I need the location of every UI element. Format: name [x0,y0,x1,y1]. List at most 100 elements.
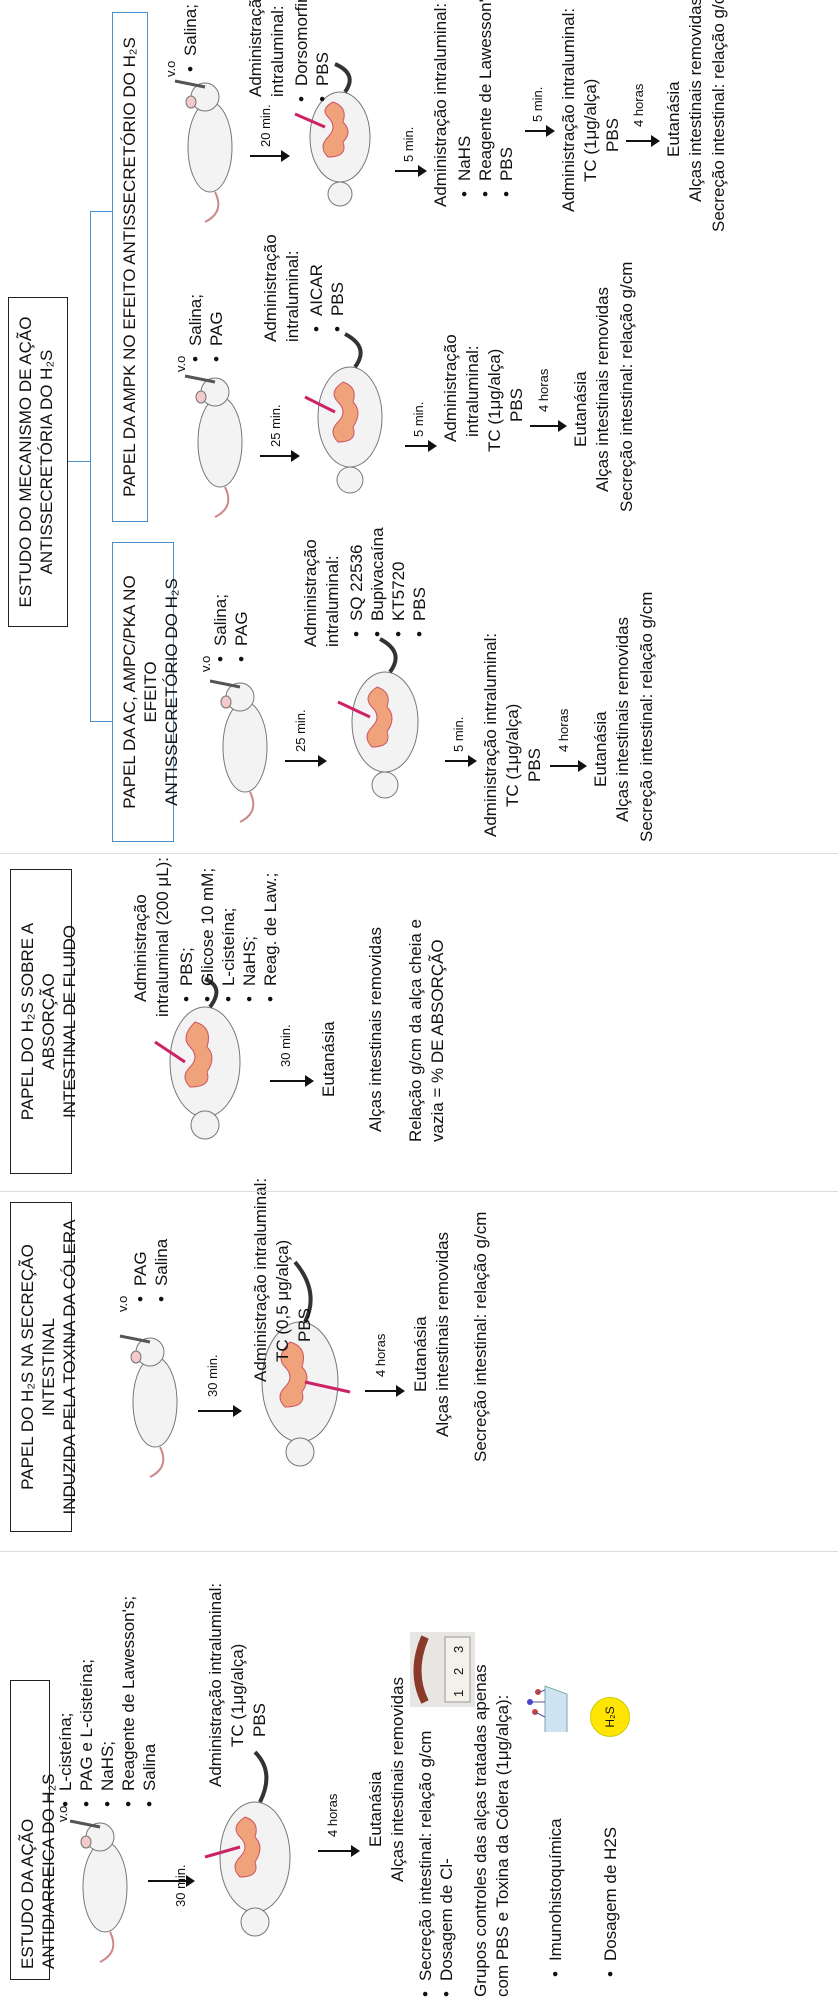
ampk-right-admin2: intraluminal: [267,5,288,97]
ampk-right-admin-c2: TC (1μg/alça) [580,79,601,182]
section-absorption-title: PAPEL DO H₂S SOBRE A ABSORÇÃO INTESTINAL… [10,869,72,1174]
ampk-left-admin1: Administração [260,234,281,342]
treatment-item: Salina; [185,294,206,362]
antidiarrheal-outcome2: Alças intestinais removidas [387,1677,408,1882]
ampk-left-admin-b2: intraluminal: [462,345,483,437]
section-divider [0,1551,838,1552]
ampk-left-admin-b1: Administração [440,334,461,442]
arrow-down [260,455,298,457]
arrow-down [198,1410,240,1412]
cholera-result: Secreção intestinal: relação g/cm [470,1212,491,1462]
admin-item: KT5720 [388,527,409,637]
antidiarrheal-treatments: L-cisteína; PAG e L-cisteína; NaHS; Reag… [55,1596,160,1807]
antidiarrheal-assays-2: Dosagem de H2S [600,1827,621,1977]
treatment-item: Salina [151,1239,172,1302]
connector-line [90,721,112,722]
ampk-left-result: Secreção intestinal: relação g/cm [616,262,637,512]
ac-admin-b1: Administração intraluminal: [480,633,501,837]
mouse-supine-icon [300,332,400,502]
admin-item: AICAR [306,264,327,332]
treatment-item: Salina; [210,594,231,662]
ampk-left-wait1: 25 min. [265,404,286,447]
arrow-down [250,155,288,157]
section-divider [0,853,838,854]
treatment-item: NaHS; [97,1596,118,1807]
arrow-down [405,445,435,447]
ampk-right-outcome1: Eutanásia [663,81,684,157]
absorption-admin1: Administração [130,894,151,1002]
treatment-item: NaHS; [239,868,260,1002]
admin-item: PBS [327,264,348,332]
ac-admin-items: SQ 22536 Bupivacaína KT5720 PBS [346,527,430,637]
treatment-item: PAG [231,594,252,662]
treatment-item: Reagente de Lawesson's; [118,1596,139,1807]
cholera-wait1: 30 min. [202,1354,223,1397]
ampk-right-admin-items: Dorsomorfina PBS [291,0,333,102]
ruler-tick: 1 [448,1690,469,1697]
ac-admin-b2: TC (1μg/alça) [502,704,523,807]
ampk-left-outcome1: Eutanásia [570,371,591,447]
arrow-down [626,140,658,142]
treatment-item: PAG [130,1239,151,1302]
treatment-item: PBS; [176,868,197,1002]
mechanism-title-line1: ESTUDO DO MECANISMO DE AÇÃO [15,308,36,616]
ampk-left-outcome2: Alças intestinais removidas [592,287,613,492]
absorption-outcome2: Alças intestinais removidas [365,927,386,1132]
treatment-item: L-cisteína; [218,868,239,1002]
antidiarrheal-outcome1: Eutanásia [365,1771,386,1847]
ruler-tick: 2 [448,1668,469,1675]
h2s-badge-icon: H₂S [590,1697,630,1737]
ac-wait2: 5 min. [448,717,469,752]
section-mechanism-title: ESTUDO DO MECANISMO DE AÇÃO ANTISSECRETÓ… [8,297,68,627]
admin-item: Bupivacaína [367,527,388,637]
antidiarrheal-controls2: com PBS e Toxina da Cólera (1μg/alça): [492,1695,513,1997]
absorption-admin2: intraluminal (200 μL): [152,857,173,1017]
ampk-right-admin1: Administração [245,0,266,97]
mouse-oral-icon [165,77,245,227]
antidiarrheal-results: Secreção intestinal: relação g/cm Dosage… [415,1731,457,1997]
ac-result: Secreção intestinal: relação g/cm [636,592,657,842]
treatment-item: PAG e L-cisteína; [76,1596,97,1807]
absorption-wait: 30 min. [275,1024,296,1067]
mouse-oral-icon [175,372,255,522]
admin-item: SQ 22536 [346,527,367,637]
absorption-title-line1: PAPEL DO H₂S SOBRE A ABSORÇÃO [17,880,59,1163]
ampk-left-admin2: intraluminal: [282,250,303,342]
ac-treatments: Salina; PAG [210,594,252,662]
cholera-wait2: 4 horas [370,1334,391,1377]
cholera-title-line2: INDUZIDA PELA TOXINA DA CÓLERA [59,1213,80,1521]
ac-admin-b3: PBS [524,748,545,782]
ampk-title-text: PAPEL DA AMPK NO EFEITO ANTISSECRETÓRIO … [120,37,139,497]
treatment-item: Glicose 10 mM; [197,868,218,1002]
mouse-oral-icon [200,677,280,827]
ampk-right-wait2: 5 min. [398,127,419,162]
ampk-right-wait1: 20 min. [255,104,276,147]
arrow-down [525,130,553,132]
antidiarrheal-admin3: PBS [249,1703,270,1737]
admin-item: Reagente de Lawesson's [475,0,496,197]
h2s-badge-label: H₂S [603,1706,617,1727]
ampk-left-wait3: 4 horas [533,369,554,412]
ampk-left-admin-b4: PBS [506,388,527,422]
admin-item: PBS [496,0,517,197]
ac-title-line1: PAPEL DA AC, AMPC/PKA NO EFEITO [119,553,161,831]
mouse-oral-icon [60,1817,140,1967]
ampk-right-vo: v.o [160,61,181,77]
arrow-down [270,1080,312,1082]
treatment-item: L-cisteína; [55,1596,76,1807]
ampk-right-admin-c3: PBS [602,118,623,152]
section-cholera-title: PAPEL DO H₂S NA SECREÇÃO INTESTINAL INDU… [10,1202,72,1532]
ac-admin1: Administração [300,539,321,647]
ac-admin2: intraluminal: [322,555,343,647]
ampk-left-treatments: Salina; PAG [185,294,227,362]
cholera-outcome2: Alças intestinais removidas [432,1232,453,1437]
connector-line [90,211,112,212]
ac-title-line2: ANTISSECRETÓRIO DO H₂S [161,553,182,831]
result-item: Secreção intestinal: relação g/cm [415,1731,436,1997]
antidiarrheal-wait1: 30 min. [170,1864,191,1907]
mechanism-ampk-title: PAPEL DA AMPK NO EFEITO ANTISSECRETÓRIO … [112,12,148,522]
ac-wait3: 4 horas [553,709,574,752]
arrow-down [285,760,325,762]
